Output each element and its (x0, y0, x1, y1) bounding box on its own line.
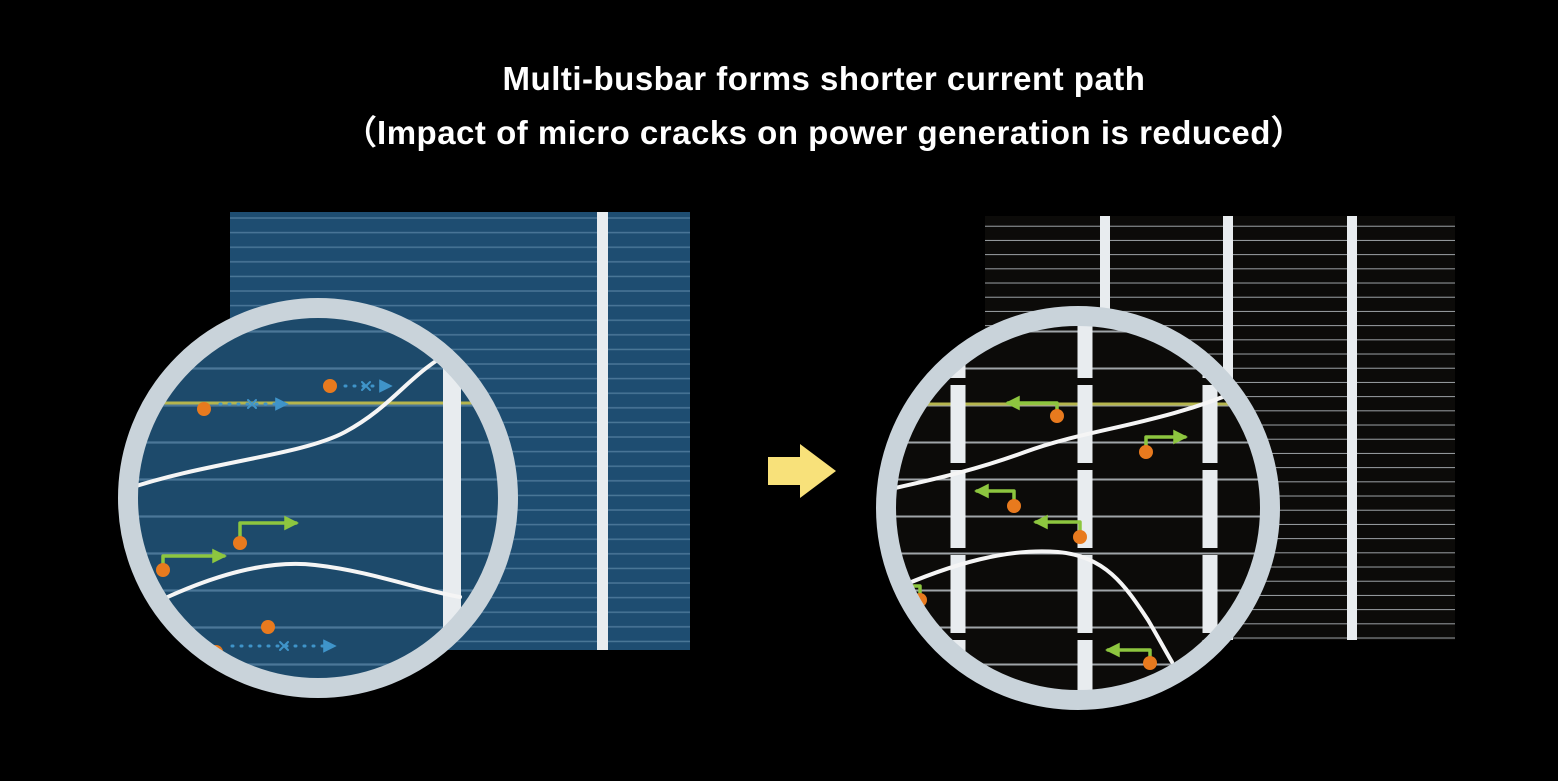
short-path-arrow (238, 515, 299, 543)
current-dot (197, 402, 211, 416)
micro-crack (128, 561, 462, 624)
current-dot (1050, 409, 1064, 423)
current-dot (1143, 656, 1157, 670)
magnifier-ring (876, 306, 1280, 710)
current-dot (156, 563, 170, 577)
multi-busbar-cell-busbar (1347, 216, 1357, 640)
magnifier-ring (118, 298, 518, 698)
conventional-cell-magnifier (118, 298, 518, 698)
current-dot (323, 379, 337, 393)
current-dot (1007, 499, 1021, 513)
micro-crack (886, 386, 1247, 494)
title-line-2: （Impact of micro cracks on power generat… (343, 114, 1305, 152)
micro-crack (886, 549, 1174, 664)
conventional-cell-busbar (597, 212, 608, 650)
current-dot (261, 620, 275, 634)
current-dot (1073, 530, 1087, 544)
micro-crack (128, 348, 457, 492)
path-blocked-x-icon (361, 381, 371, 391)
diagram-title: Multi-busbar forms shorter current path … (45, 52, 1558, 161)
transition-arrow-icon (768, 444, 836, 498)
conventional-magnifier-view (128, 308, 508, 688)
current-dot (233, 536, 247, 550)
current-dot (1139, 445, 1153, 459)
multi-busbar-magnifier (876, 306, 1280, 710)
long-current-paths (218, 379, 393, 653)
path-blocked-x-icon (247, 399, 257, 409)
title-line-1: Multi-busbar forms shorter current path (502, 60, 1146, 97)
path-blocked-x-icon (279, 641, 289, 651)
